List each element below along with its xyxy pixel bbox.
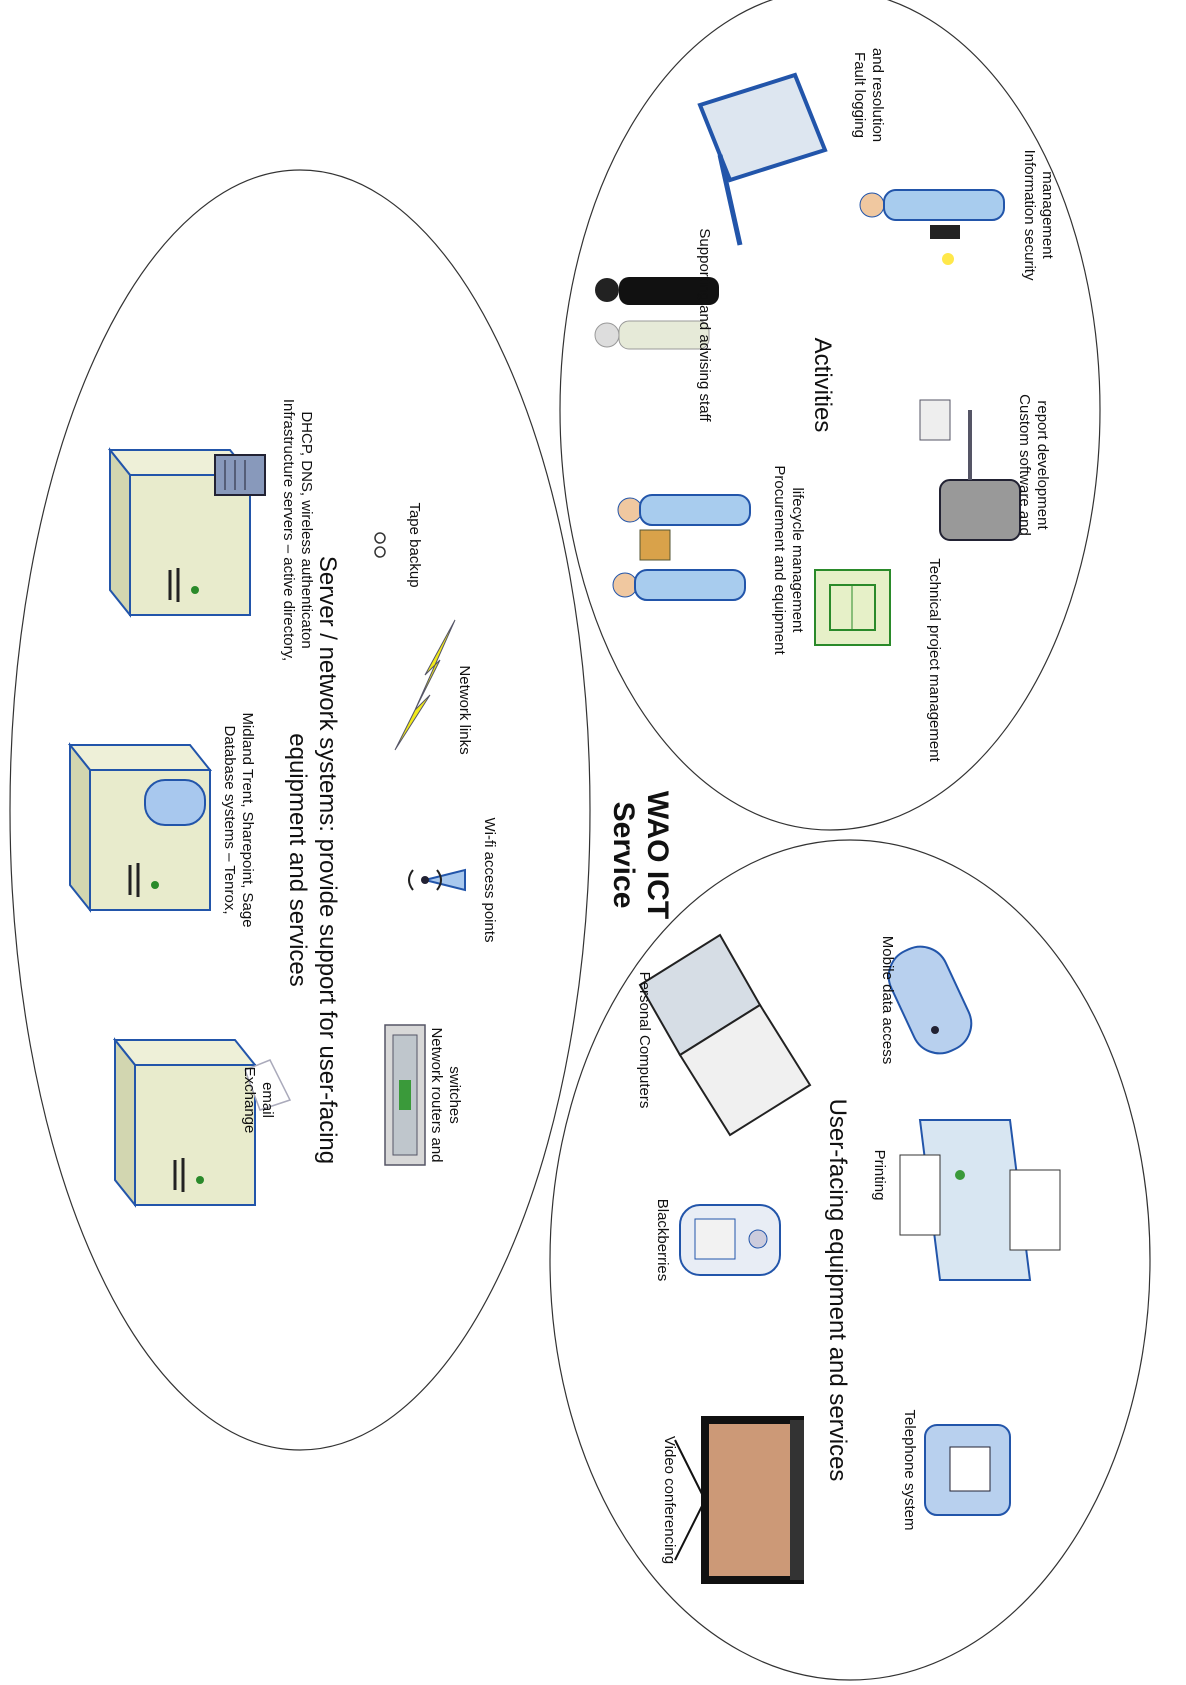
wao-ict-service-title: WAO ICT Service <box>607 791 674 919</box>
laptop-icon <box>638 933 812 1137</box>
tablet-icon <box>697 72 828 246</box>
printing-label: Printing <box>871 1150 888 1201</box>
svg-text:Information security: Information security <box>1021 150 1038 281</box>
telephone-label: Telephone system <box>901 1410 918 1531</box>
svg-text:email: email <box>259 1082 276 1118</box>
svg-text:Blackberries: Blackberries <box>654 1199 671 1282</box>
database-label: Database systems – Tenrox, Midland Trent… <box>221 712 256 927</box>
security-guard-icon <box>859 189 1005 265</box>
svg-text:Network links: Network links <box>456 665 473 754</box>
svg-text:Technical project management: Technical project management <box>926 558 943 762</box>
server-heading-line-1: Server / network systems: provide suppor… <box>314 556 341 1164</box>
svg-text:switches: switches <box>446 1066 463 1124</box>
video-label: Video conferencing <box>661 1436 678 1564</box>
mobile-label: Mobile data access <box>879 936 896 1064</box>
svg-text:Personal Computers: Personal Computers <box>636 972 653 1109</box>
telephone-icon <box>924 1424 1011 1516</box>
svg-text:Tape backup: Tape backup <box>406 502 423 587</box>
microscope-icon <box>919 399 1021 541</box>
svg-text:Custom software and: Custom software and <box>1016 394 1033 536</box>
fault-label: Fault logging and resolution <box>851 48 886 142</box>
server-systems-ellipse <box>9 169 591 1451</box>
exchange-server-icon <box>112 1037 292 1208</box>
procurement-people-icon <box>612 494 751 601</box>
lightning-bolt-icon <box>394 619 456 751</box>
svg-text:report development: report development <box>1034 400 1051 530</box>
user-group-heading: User-facing equipment and services <box>824 1099 851 1482</box>
svg-text:User-facing equipment and serv: User-facing equipment and services <box>824 1099 851 1482</box>
infrastructure-server-icon <box>107 447 266 618</box>
custom-label: Custom software and report development <box>1016 394 1051 536</box>
svg-text:lifecycle management: lifecycle management <box>789 487 806 633</box>
svg-text:Fault logging: Fault logging <box>851 52 868 138</box>
user-facing-ellipse <box>549 839 1151 1681</box>
server-heading-line-2: equipment and services <box>284 733 311 986</box>
printer-icon <box>899 1119 1061 1281</box>
network-router-icon <box>384 1024 426 1166</box>
links-label: Network links <box>456 665 473 754</box>
activities-ellipse <box>559 0 1101 831</box>
wifi-label: Wi-fi access points <box>481 817 498 942</box>
exchange-label: Exchange email <box>241 1067 276 1134</box>
title-line-1: WAO ICT <box>641 791 674 919</box>
procurement-label: Procurement and equipment lifecycle mana… <box>771 465 806 655</box>
svg-text:Exchange: Exchange <box>241 1067 258 1134</box>
technical-label: Technical project management <box>926 558 943 762</box>
routers-label: Network routers and switches <box>428 1027 463 1162</box>
svg-text:Procurement and equipment: Procurement and equipment <box>771 465 788 655</box>
pcs-label: Personal Computers <box>636 972 653 1109</box>
tape-label: Tape backup <box>406 502 423 587</box>
blackberry-icon <box>679 1204 781 1276</box>
television-icon <box>674 1416 804 1584</box>
svg-text:Infrastructure servers – activ: Infrastructure servers – active director… <box>280 399 297 661</box>
supporting-label: Supporting and advising staff <box>696 228 713 422</box>
staff-people-icon <box>594 277 719 350</box>
svg-text:management: management <box>1039 171 1056 259</box>
svg-text:Telephone system: Telephone system <box>901 1410 918 1531</box>
svg-text:Midland Trent, Sharepoint, Sag: Midland Trent, Sharepoint, Sage <box>239 712 256 927</box>
security-label: Information security management <box>1021 150 1056 281</box>
svg-text:Database systems – Tenrox,: Database systems – Tenrox, <box>221 726 238 915</box>
server-group-heading: Server / network systems: provide suppor… <box>284 556 341 1164</box>
svg-text:and resolution: and resolution <box>869 48 886 142</box>
title-line-2: Service <box>607 802 640 909</box>
svg-text:Network routers and: Network routers and <box>428 1027 445 1162</box>
database-server-icon <box>67 742 213 913</box>
svg-text:Activities: Activities <box>809 338 836 433</box>
project-board-icon <box>814 569 891 646</box>
svg-text:Wi-fi access points: Wi-fi access points <box>481 817 498 942</box>
svg-text:DHCP, DNS, wireless authentica: DHCP, DNS, wireless authenticaton <box>298 411 315 648</box>
svg-text:Video conferencing: Video conferencing <box>661 1436 678 1564</box>
svg-text:Mobile data access: Mobile data access <box>879 936 896 1064</box>
blackberries-label: Blackberries <box>654 1199 671 1282</box>
infrastructure-label: Infrastructure servers – active director… <box>280 399 315 661</box>
activities-heading: Activities <box>809 338 836 433</box>
svg-text:Printing: Printing <box>871 1150 888 1201</box>
wifi-antenna-icon <box>408 868 466 892</box>
tape-reel-icon <box>374 532 386 558</box>
svg-text:Supporting and advising staff: Supporting and advising staff <box>696 228 713 422</box>
mobile-phone-icon <box>887 945 973 1055</box>
